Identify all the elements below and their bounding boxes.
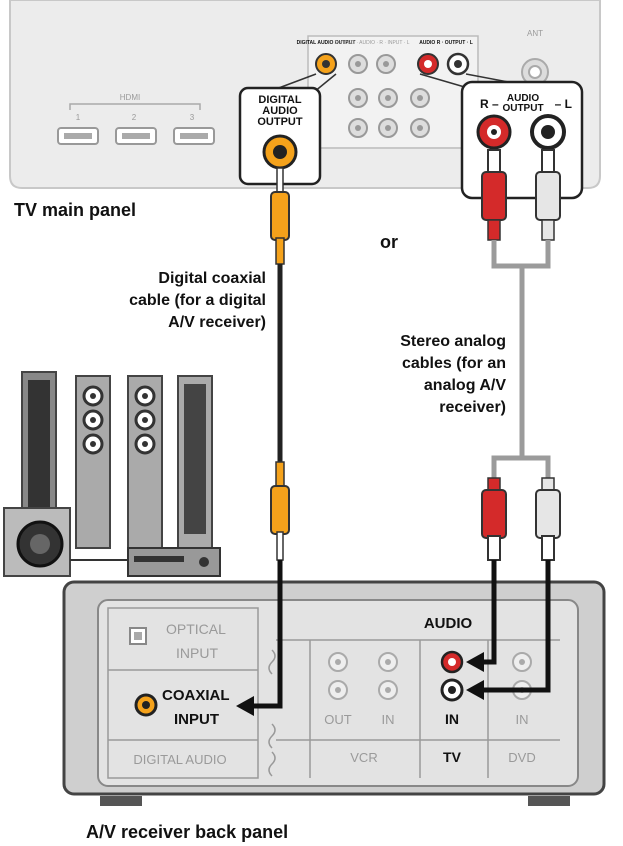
rca-jack-icon: [512, 652, 532, 672]
digital-audio-label: DIGITAL AUDIO: [133, 752, 226, 767]
analog-cable-label: Stereo analog cables (for an analog A/V …: [400, 333, 506, 416]
rca-jack-red-icon: [440, 650, 464, 674]
white-connection-arrow: [466, 560, 551, 700]
dvd-in-label: IN: [516, 712, 529, 727]
digital-coaxial-cable: [270, 167, 290, 561]
hdmi-bracket: [69, 103, 201, 110]
receiver-caption: A/V receiver back panel: [86, 822, 288, 842]
callout-digital-line: OUTPUT: [257, 116, 303, 128]
hdmi-group: HDMI 1 2 3: [57, 93, 215, 145]
receiver-unit-icon: [127, 547, 221, 577]
subwoofer-icon: [3, 507, 71, 577]
digital-cable-label-line: A/V receiver): [168, 314, 266, 331]
digital-cable-label: Digital coaxial cable (for a digital A/V…: [129, 270, 266, 331]
rca-jack-icon: [378, 88, 398, 108]
optical-label-line: INPUT: [176, 645, 218, 661]
vcr-out-label: OUT: [324, 712, 352, 727]
hdmi-number: 1: [76, 113, 81, 122]
callout-analog-r: R –: [480, 97, 499, 111]
vcr-label: VCR: [350, 750, 377, 765]
hdmi-port-icon: [115, 127, 157, 145]
rca-plug-white-icon: [535, 477, 561, 561]
dvd-label: DVD: [508, 750, 535, 765]
callout-analog-top: AUDIO: [507, 93, 539, 104]
audio-header: AUDIO: [424, 615, 473, 632]
receiver-panel: OPTICAL INPUT COAXIAL INPUT DIGITAL AUDI…: [62, 580, 606, 842]
rca-jack-icon: [378, 118, 398, 138]
optical-label-line: OPTICAL: [166, 621, 226, 637]
rca-plug-white-icon: [535, 149, 561, 241]
speaker-tower-icon: [127, 375, 163, 549]
rca-jack-icon: [348, 54, 368, 74]
analog-cable-label-line: analog A/V: [424, 377, 506, 394]
rca-jack-white-icon: [440, 678, 464, 702]
rca-jack-icon: [417, 53, 439, 75]
tv-in-label: IN: [445, 711, 459, 727]
speaker-tower-icon: [177, 375, 213, 549]
small-av-label: S-VIDEO · AUDIO · R · INPUT · L: [334, 40, 409, 46]
callout-analog-output: OUTPUT: [502, 103, 543, 114]
hdmi-port-icon: [57, 127, 99, 145]
rca-jack-icon: [328, 652, 348, 672]
hdmi-number: 3: [190, 113, 195, 122]
analog-cable-label-line: receiver): [439, 399, 506, 416]
rca-jack-icon: [446, 52, 470, 76]
rca-jack-icon: [530, 114, 566, 150]
small-digital-label: DIGITAL AUDIO OUTPUT: [297, 40, 356, 46]
rca-jack-icon: [410, 88, 430, 108]
rca-plug-red-icon: [481, 477, 507, 561]
coaxial-connection-arrow: [236, 560, 283, 716]
coaxial-label-line: INPUT: [174, 711, 219, 728]
vcr-in-label: IN: [382, 712, 395, 727]
receiver-foot: [100, 796, 142, 806]
optical-port-icon: [129, 627, 147, 645]
tv-label: TV: [443, 749, 462, 765]
hdmi-number: 2: [132, 113, 137, 122]
or-label: or: [380, 232, 398, 252]
rca-jack-icon: [328, 680, 348, 700]
coaxial-input-jack-icon: [134, 693, 158, 717]
coaxial-label-line: COAXIAL: [162, 687, 230, 704]
callout-digital-line: AUDIO: [262, 105, 298, 117]
rca-jack-icon: [378, 652, 398, 672]
rca-jack-icon: [410, 118, 430, 138]
hdmi-label: HDMI: [120, 93, 140, 102]
speaker-system: [3, 371, 221, 577]
coaxial-jack-icon: [262, 134, 298, 170]
rca-jack-icon: [476, 114, 512, 150]
callout-analog-l: – L: [555, 97, 572, 111]
digital-cable-label-line: cable (for a digital: [129, 292, 266, 309]
small-analog-label: AUDIO R · OUTPUT · L: [419, 40, 473, 46]
callout-digital-line: DIGITAL: [258, 94, 301, 106]
rca-jack-icon: [378, 680, 398, 700]
stereo-analog-cable: [481, 240, 561, 561]
rca-jack-icon: [376, 54, 396, 74]
digital-output-callout: DIGITAL AUDIO OUTPUT: [238, 73, 337, 186]
rca-jack-icon: [348, 118, 368, 138]
speaker-tower-icon: [75, 375, 111, 549]
tv-panel-caption: TV main panel: [14, 200, 136, 220]
ant-connector-icon: [521, 58, 549, 86]
ant-label: ANT: [527, 29, 543, 38]
receiver-foot: [528, 796, 570, 806]
hdmi-port-icon: [173, 127, 215, 145]
digital-audio-section: [107, 607, 259, 779]
analog-cable-label-line: Stereo analog: [400, 333, 506, 350]
rca-jack-icon: [315, 53, 337, 75]
red-connection-arrow: [466, 560, 497, 672]
digital-cable-label-line: Digital coaxial: [158, 270, 266, 287]
analog-cable-label-line: cables (for an: [402, 355, 506, 372]
rca-jack-icon: [348, 88, 368, 108]
